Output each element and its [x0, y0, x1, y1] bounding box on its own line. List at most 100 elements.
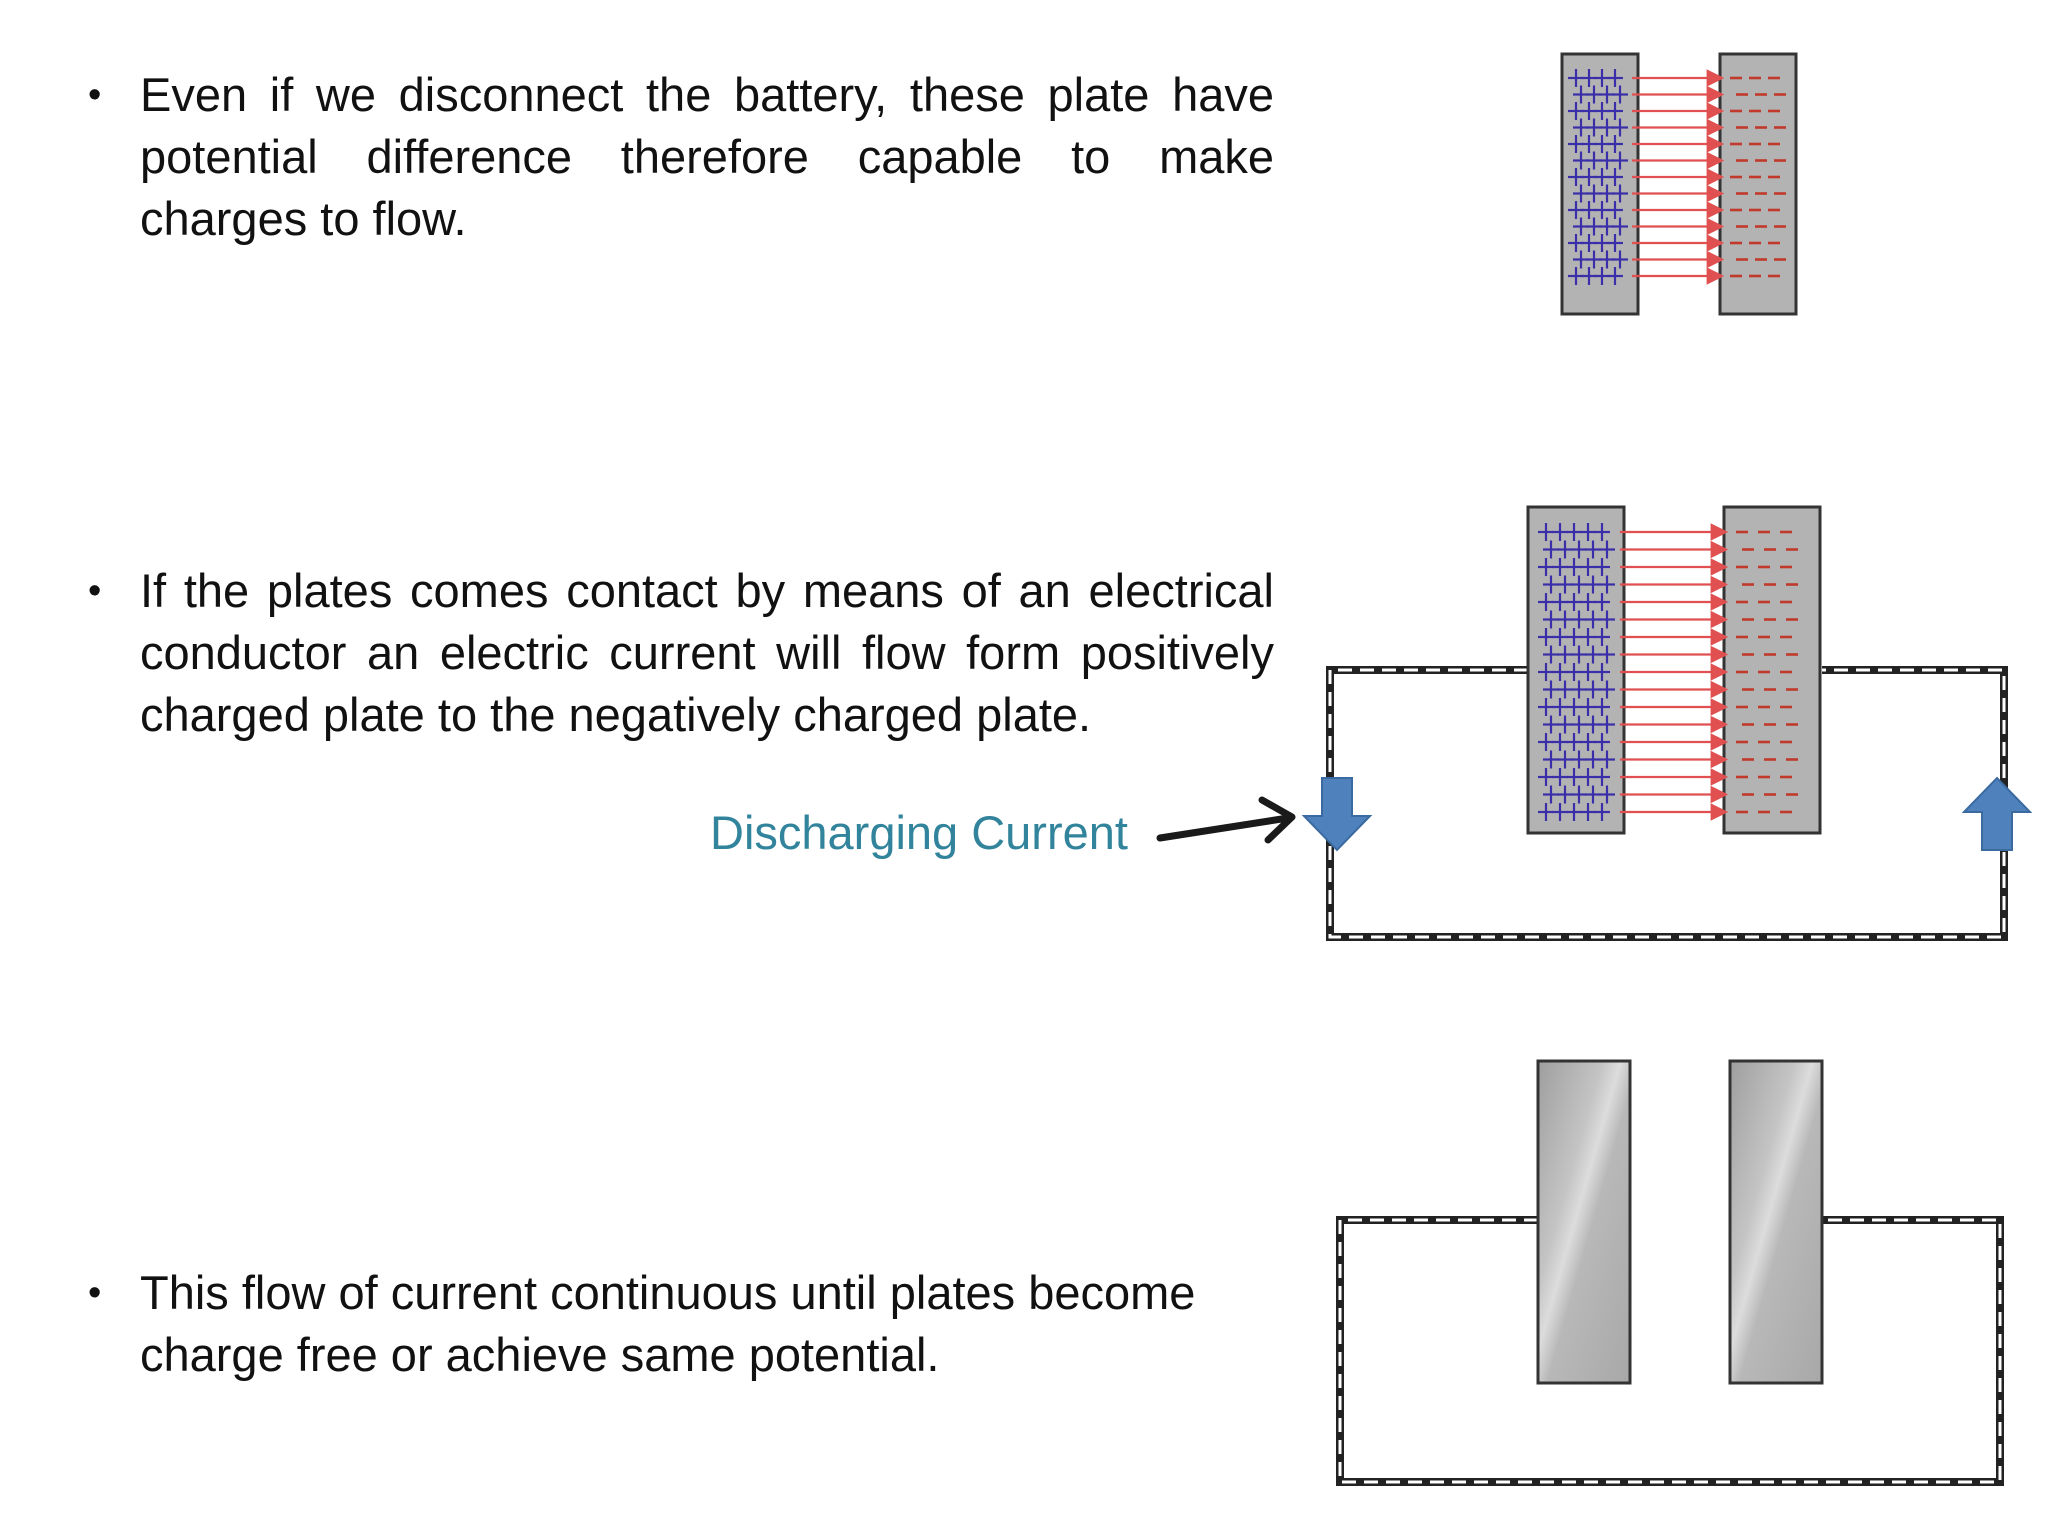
plus-charge [1538, 558, 1554, 576]
plus-charge [1557, 715, 1573, 734]
plus-charge [1571, 575, 1587, 594]
plus-charge [1538, 628, 1554, 646]
plus-charge [1557, 785, 1573, 804]
plus-charge [1538, 593, 1554, 611]
plus-charge [1594, 698, 1610, 716]
plus-charge [1594, 593, 1610, 611]
bullet-marker: • [88, 570, 102, 612]
plus-charge [1612, 184, 1628, 203]
plus-charge [1585, 715, 1601, 734]
plus-charge [1585, 610, 1601, 629]
left-plate [1536, 1059, 1632, 1385]
plus-charge [1612, 118, 1628, 137]
plus-charge [1607, 69, 1623, 87]
plus-charge [1571, 785, 1587, 804]
plus-charge [1585, 750, 1601, 769]
plus-charge [1612, 151, 1628, 170]
plus-charge [1585, 785, 1601, 804]
plus-charge [1594, 733, 1610, 751]
plus-charge [1543, 575, 1559, 594]
plus-charge [1566, 733, 1582, 751]
plus-charge [1594, 628, 1610, 646]
positive-charges [1538, 523, 1615, 821]
bullet-plates-contact: • If the plates comes contact by means o… [88, 560, 1274, 746]
plus-charge [1557, 575, 1573, 594]
plus-charge [1585, 645, 1601, 664]
plus-charge [1599, 680, 1615, 699]
plus-charge [1538, 768, 1554, 786]
plus-charge [1580, 698, 1596, 716]
plus-charge [1538, 803, 1554, 821]
plus-charge [1557, 610, 1573, 629]
plus-charge [1552, 593, 1568, 611]
negative-plate [1718, 52, 1798, 316]
plus-charge [1538, 698, 1554, 716]
bullet-marker: • [88, 1272, 102, 1314]
plus-charge [1580, 663, 1596, 681]
plus-charge [1571, 750, 1587, 769]
bullet-text: Even if we disconnect the battery, these… [140, 68, 1274, 245]
plus-charge [1552, 733, 1568, 751]
bullet-flow-continues: • This flow of current continuous until … [88, 1262, 1248, 1386]
up-arrow-icon [1961, 776, 2033, 851]
plus-charge [1580, 558, 1596, 576]
positive-plate [1526, 505, 1626, 835]
plus-charge [1580, 733, 1596, 751]
plus-charge [1599, 715, 1615, 734]
plus-charge [1566, 663, 1582, 681]
plus-charge [1599, 645, 1615, 664]
plus-charge [1538, 523, 1554, 541]
plus-charge [1612, 85, 1628, 104]
plus-charge [1552, 663, 1568, 681]
plus-charge [1580, 523, 1596, 541]
charged-capacitor-diagram [1560, 52, 1798, 316]
plus-charge [1557, 645, 1573, 664]
plus-charge [1538, 663, 1554, 681]
plus-charge [1607, 102, 1623, 120]
plus-charge [1566, 698, 1582, 716]
plus-charge [1580, 803, 1596, 821]
plus-charge [1585, 540, 1601, 559]
plus-charge [1571, 610, 1587, 629]
plus-charge [1594, 558, 1610, 576]
bullet-text: If the plates comes contact by means of … [140, 564, 1274, 741]
discharging-circuit-diagram [1156, 505, 2033, 941]
plus-charge [1566, 593, 1582, 611]
plus-charge [1571, 715, 1587, 734]
plus-charge [1566, 803, 1582, 821]
plus-charge [1594, 768, 1610, 786]
bullet-marker: • [88, 74, 102, 116]
plus-charge [1571, 645, 1587, 664]
plus-charge [1566, 558, 1582, 576]
right-plate [1728, 1059, 1824, 1385]
plus-charge [1552, 768, 1568, 786]
plus-charge [1599, 610, 1615, 629]
plus-charge [1599, 750, 1615, 769]
negative-charges [1730, 76, 1786, 278]
plus-charge [1599, 575, 1615, 594]
plus-charge [1607, 168, 1623, 186]
plus-charge [1543, 540, 1559, 559]
plus-charge [1607, 234, 1623, 252]
plus-charge [1552, 558, 1568, 576]
plus-charge [1566, 523, 1582, 541]
plus-charge [1607, 201, 1623, 219]
down-arrow-icon [1301, 777, 1373, 852]
plus-charge [1571, 540, 1587, 559]
negative-plate [1722, 505, 1822, 835]
plus-charge [1543, 750, 1559, 769]
plus-charge [1566, 768, 1582, 786]
positive-charges [1568, 69, 1628, 285]
plus-charge [1543, 645, 1559, 664]
plus-charge [1599, 785, 1615, 804]
discharging-current-label: Discharging Current [710, 806, 1128, 859]
plus-charge [1585, 575, 1601, 594]
plus-charge [1543, 680, 1559, 699]
plus-charge [1552, 803, 1568, 821]
electric-field-lines [1632, 69, 1725, 285]
plus-charge [1594, 663, 1610, 681]
plus-charge [1557, 750, 1573, 769]
plus-charge [1594, 803, 1610, 821]
pointer-arrow-icon [1156, 796, 1296, 844]
